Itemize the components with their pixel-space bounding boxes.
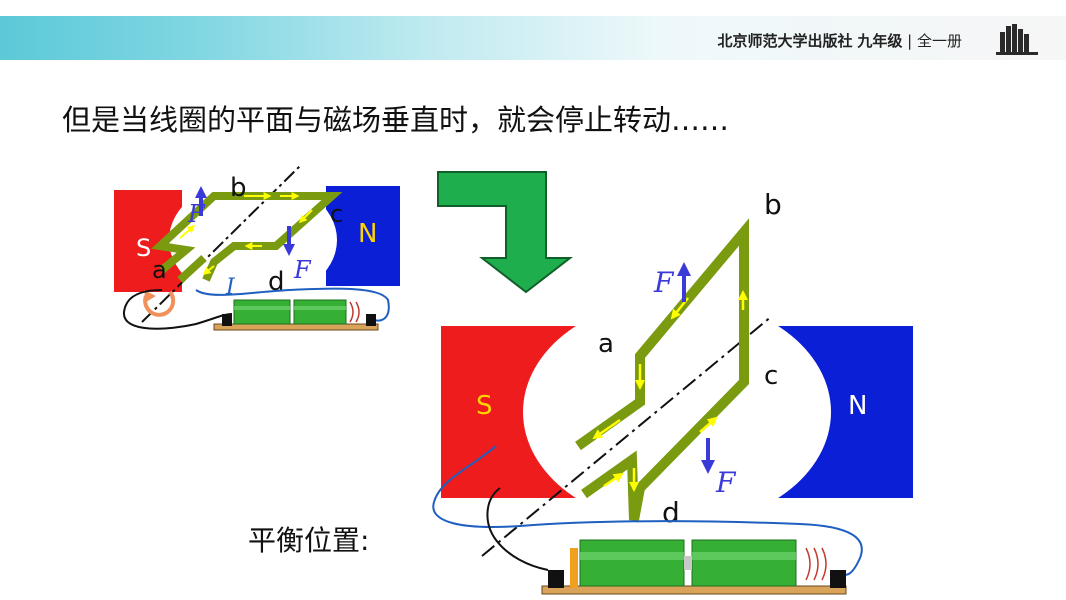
large-blue-wire <box>432 445 863 576</box>
small-force-top: F <box>187 200 206 228</box>
large-force-bottom: F <box>715 466 737 499</box>
small-coil <box>151 192 343 282</box>
publisher-name: 北京师范大学出版社 <box>717 32 853 50</box>
publisher-separator: | <box>907 32 913 50</box>
large-label-a: a <box>598 329 614 359</box>
header-bar <box>0 16 1066 60</box>
rotate-arrow-icon <box>143 290 176 317</box>
small-magnet-n <box>326 186 400 286</box>
small-label-a: a <box>152 256 167 284</box>
large-force-top: F <box>653 266 675 299</box>
large-black-wire <box>486 487 549 571</box>
large-pole-s: S <box>476 391 493 421</box>
small-label-d: d <box>268 267 285 297</box>
large-rotation-axis <box>481 315 773 557</box>
small-label-c: c <box>330 200 343 228</box>
volume-label: 全一册 <box>916 32 962 50</box>
small-force-bottom: F <box>293 256 312 284</box>
small-battery-holder <box>213 299 379 331</box>
small-blue-wire <box>195 287 390 322</box>
small-black-wire <box>122 289 233 330</box>
small-pole-n: N <box>358 219 377 249</box>
balance-position-caption: 平衡位置: <box>248 524 370 557</box>
page-title: 但是当线圈的平面与磁场垂直时，就会停止转动…… <box>62 103 730 137</box>
small-label-b: b <box>230 173 247 203</box>
small-pole-s: S <box>136 234 151 262</box>
grade-label: 九年级 <box>857 32 903 50</box>
small-current-arrows <box>179 192 313 275</box>
small-current-label: I <box>225 275 236 300</box>
large-label-c: c <box>764 361 778 391</box>
large-battery-holder <box>541 539 847 595</box>
large-pole-n: N <box>848 391 867 421</box>
small-motor-diagram: S N F F I a b c d <box>114 165 400 331</box>
large-label-b: b <box>764 188 782 221</box>
publisher-info: 北京师范大学出版社 九年级 | 全一册 <box>718 30 962 51</box>
large-motor-diagram: S N F F a b c d <box>432 188 913 595</box>
book-stack-icon <box>996 24 1038 55</box>
transition-arrow <box>437 171 573 294</box>
large-label-d: d <box>662 496 680 529</box>
